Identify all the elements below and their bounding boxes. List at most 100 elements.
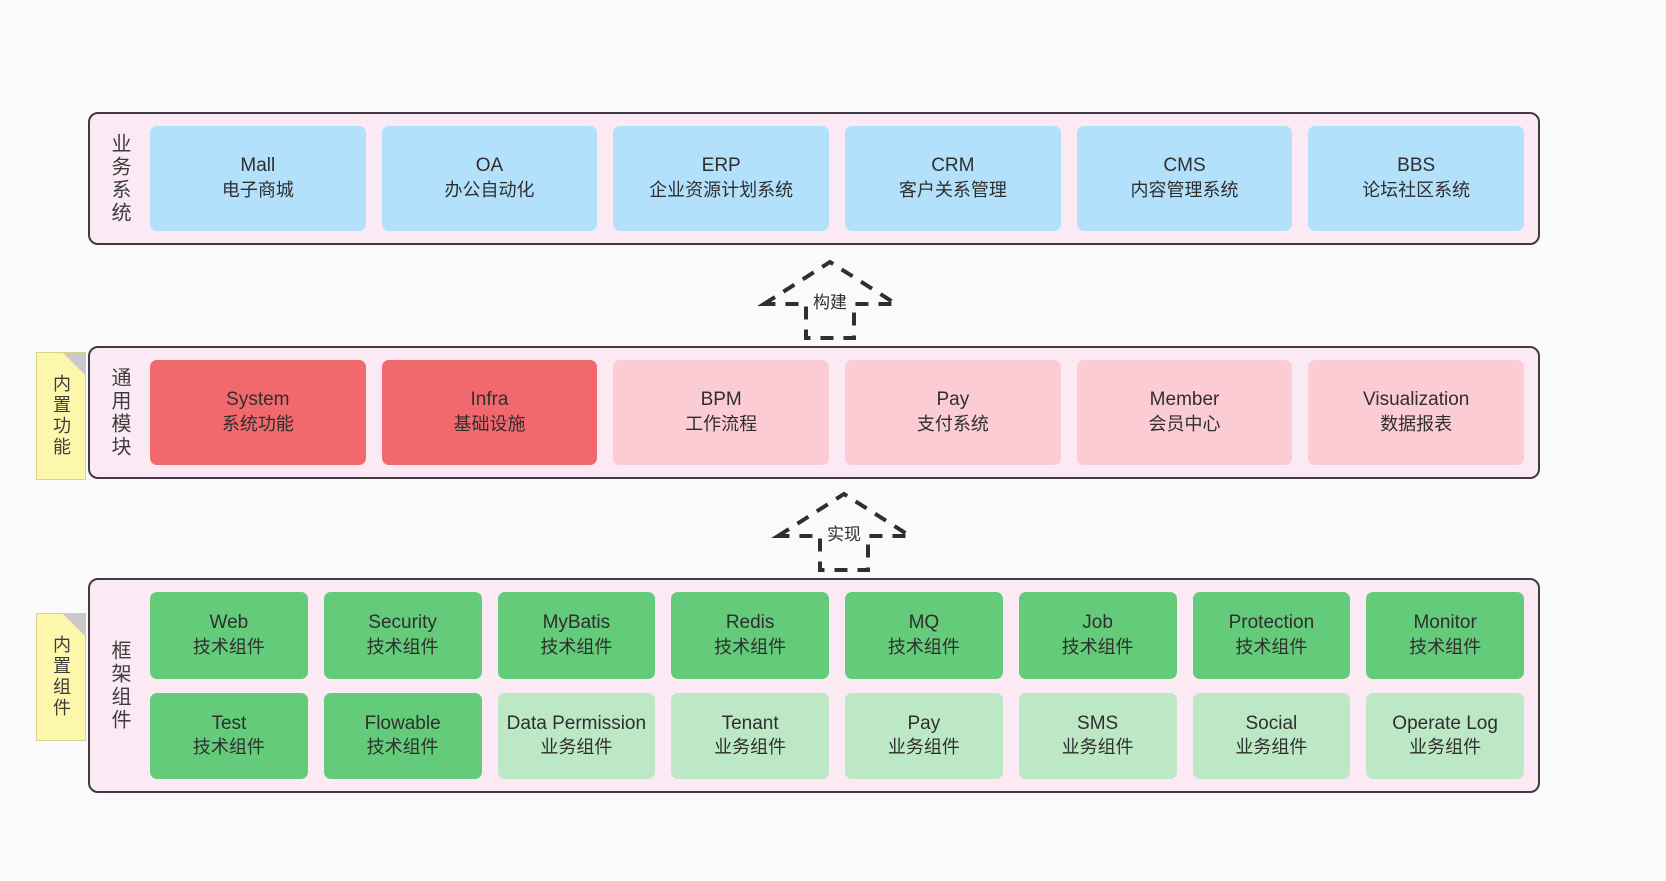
card-subtitle: 电子商城 <box>221 180 294 201</box>
card-title: Redis <box>725 612 775 634</box>
card-system[interactable]: System 系统功能 <box>150 360 366 465</box>
card-mq[interactable]: MQ 技术组件 <box>845 592 1003 679</box>
card-title: Tenant <box>721 712 779 734</box>
card-oa[interactable]: OA 办公自动化 <box>381 126 598 231</box>
card-test[interactable]: Test 技术组件 <box>150 692 308 779</box>
card-title: Mall <box>240 155 276 177</box>
connector-build: 构建 <box>757 258 903 340</box>
card-title: MQ <box>908 612 940 634</box>
card-job[interactable]: Job 技术组件 <box>1018 592 1177 679</box>
note-fold-corner-icon <box>63 353 85 375</box>
layer-body-business-system: Mall 电子商城 OA 办公自动化 ERP 企业资源计划系统 CRM 客户关系… <box>134 126 1525 231</box>
layer-title-business-system: 业务系统 <box>108 132 130 225</box>
layer-common-module: 通用模块 System 系统功能 Infra 基础设施 BPM 工作流程 Pay… <box>88 346 1540 479</box>
card-title: CMS <box>1163 155 1206 177</box>
card-subtitle: 工作流程 <box>685 414 758 435</box>
card-subtitle: 会员中心 <box>1148 414 1221 435</box>
generalization-arrow-icon <box>771 491 917 572</box>
card-subtitle: 办公自动化 <box>444 180 535 201</box>
card-subtitle: 系统功能 <box>221 414 294 435</box>
card-subtitle: 论坛社区系统 <box>1362 180 1471 201</box>
card-title: Test <box>211 712 247 734</box>
card-tenant[interactable]: Tenant 业务组件 <box>671 692 829 779</box>
card-title: Security <box>368 612 437 634</box>
card-flowable[interactable]: Flowable 技术组件 <box>323 692 482 779</box>
card-subtitle: 业务组件 <box>887 737 960 758</box>
card-title: Pay <box>936 389 970 411</box>
card-subtitle: 客户关系管理 <box>898 180 1007 201</box>
card-title: CRM <box>931 155 975 177</box>
card-mybatis[interactable]: MyBatis 技术组件 <box>497 592 656 679</box>
card-subtitle: 支付系统 <box>916 414 989 435</box>
card-web[interactable]: Web 技术组件 <box>150 592 308 679</box>
card-subtitle: 业务组件 <box>714 737 787 758</box>
card-title: Flowable <box>364 712 441 734</box>
layer-body-common-module: System 系统功能 Infra 基础设施 BPM 工作流程 Pay 支付系统… <box>134 360 1525 465</box>
card-subtitle: 技术组件 <box>1235 636 1308 657</box>
card-subtitle: 技术组件 <box>192 737 265 758</box>
card-social[interactable]: Social 业务组件 <box>1192 692 1351 779</box>
note-builtin-function: 内置功能 <box>36 352 86 480</box>
card-title: Monitor <box>1413 612 1477 634</box>
card-subtitle: 业务组件 <box>1061 737 1134 758</box>
layer-title-common-module: 通用模块 <box>108 366 130 459</box>
card-pay[interactable]: Pay 支付系统 <box>845 360 1061 465</box>
layer-framework-component: 框架组件 Web 技术组件 Security 技术组件 MyBatis 技术组件… <box>88 578 1540 793</box>
card-row-business: Test 技术组件 Flowable 技术组件 Data Permission … <box>150 692 1524 779</box>
card-data-permission[interactable]: Data Permission 业务组件 <box>497 692 656 779</box>
layer-title-framework-component: 框架组件 <box>108 639 130 732</box>
card-monitor[interactable]: Monitor 技术组件 <box>1366 592 1524 679</box>
card-title: System <box>226 389 290 411</box>
card-subtitle: 技术组件 <box>366 636 439 657</box>
card-title: Visualization <box>1363 389 1470 411</box>
card-sms[interactable]: SMS 业务组件 <box>1018 692 1177 779</box>
card-cms[interactable]: CMS 内容管理系统 <box>1076 126 1293 231</box>
card-subtitle: 业务组件 <box>540 737 613 758</box>
card-subtitle: 内容管理系统 <box>1130 180 1239 201</box>
card-subtitle: 业务组件 <box>1235 737 1308 758</box>
card-pay-business[interactable]: Pay 业务组件 <box>845 692 1003 779</box>
card-bpm[interactable]: BPM 工作流程 <box>613 360 830 465</box>
card-title: MyBatis <box>542 612 611 634</box>
card-infra[interactable]: Infra 基础设施 <box>381 360 598 465</box>
card-erp[interactable]: ERP 企业资源计划系统 <box>613 126 830 231</box>
card-subtitle: 数据报表 <box>1380 414 1453 435</box>
card-title: Job <box>1082 612 1113 634</box>
card-subtitle: 技术组件 <box>887 636 960 657</box>
card-title: Web <box>209 612 249 634</box>
card-row: System 系统功能 Infra 基础设施 BPM 工作流程 Pay 支付系统… <box>150 360 1525 465</box>
connector-label-build: 构建 <box>813 293 847 312</box>
card-member[interactable]: Member 会员中心 <box>1076 360 1293 465</box>
note-fold-corner-icon <box>63 614 85 636</box>
card-mall[interactable]: Mall 电子商城 <box>150 126 366 231</box>
card-title: BBS <box>1397 155 1436 177</box>
card-title: Protection <box>1228 612 1315 634</box>
card-bbs[interactable]: BBS 论坛社区系统 <box>1308 126 1525 231</box>
card-redis[interactable]: Redis 技术组件 <box>671 592 829 679</box>
generalization-arrow-icon <box>757 259 903 340</box>
card-subtitle: 技术组件 <box>540 636 613 657</box>
card-subtitle: 技术组件 <box>1061 636 1134 657</box>
note-builtin-component: 内置组件 <box>36 613 86 741</box>
card-protection[interactable]: Protection 技术组件 <box>1192 592 1351 679</box>
card-title: Data Permission <box>506 712 647 734</box>
card-subtitle: 技术组件 <box>192 636 265 657</box>
card-title: Operate Log <box>1392 712 1498 734</box>
note-label: 内置组件 <box>51 635 71 719</box>
card-title: OA <box>475 155 504 177</box>
card-row: Mall 电子商城 OA 办公自动化 ERP 企业资源计划系统 CRM 客户关系… <box>150 126 1525 231</box>
card-title: ERP <box>701 155 741 177</box>
card-visualization[interactable]: Visualization 数据报表 <box>1308 360 1525 465</box>
card-title: Social <box>1245 712 1298 734</box>
card-title: SMS <box>1077 712 1119 734</box>
card-security[interactable]: Security 技术组件 <box>323 592 482 679</box>
connector-label-implement: 实现 <box>827 525 861 544</box>
layer-business-system: 业务系统 Mall 电子商城 OA 办公自动化 ERP 企业资源计划系统 CRM… <box>88 112 1540 245</box>
connector-implement: 实现 <box>771 490 917 572</box>
card-subtitle: 基础设施 <box>453 414 526 435</box>
card-subtitle: 业务组件 <box>1409 737 1482 758</box>
card-operate-log[interactable]: Operate Log 业务组件 <box>1366 692 1524 779</box>
card-row-technical: Web 技术组件 Security 技术组件 MyBatis 技术组件 Redi… <box>150 592 1524 679</box>
card-crm[interactable]: CRM 客户关系管理 <box>845 126 1061 231</box>
